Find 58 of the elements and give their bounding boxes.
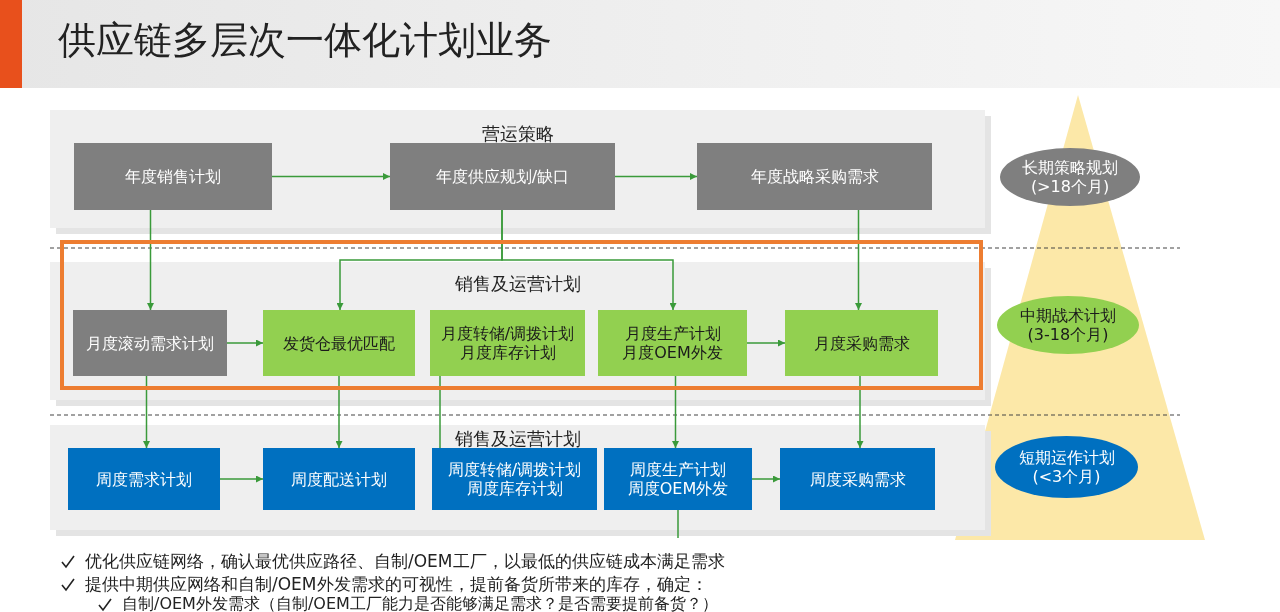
arrow [271,173,391,180]
process-box [697,143,932,210]
ellipse-text: 长期策略规划 [1022,158,1118,177]
box-text: 周度转储/调拨计划 [447,460,582,479]
process-box [432,448,597,510]
ellipse-text: (<3个月) [1032,467,1101,486]
ellipse-text: 短期运作计划 [1018,448,1115,467]
ellipse-text: 中期战术计划 [1020,306,1116,325]
box-text: 周度需求计划 [96,469,192,489]
arrow [746,339,786,347]
box-text: 月度转储/调拨计划 [440,324,575,343]
connector-line [677,509,679,539]
process-box [68,448,220,510]
arrow [751,475,781,483]
connector-line [439,375,441,449]
process-box [785,310,938,376]
box-text: 周度生产计划 [630,460,726,479]
box-text: 月度OEM外发 [622,343,723,362]
arrow [147,209,154,311]
arrow [226,339,264,347]
band-title: 销售及运营计划 [454,427,581,451]
box-text: 发货仓最优匹配 [283,333,395,353]
arrow [856,375,864,449]
arrow [501,209,677,311]
process-box [780,448,935,510]
process-box [74,143,272,210]
process-box [604,448,752,510]
box-text: 月度采购需求 [813,333,910,353]
ellipse-text: (>18个月) [1030,177,1110,196]
process-box [430,310,585,376]
box-text: 周度库存计划 [466,479,563,498]
box-text: 周度OEM外发 [627,479,729,498]
process-box [263,448,415,510]
box-text: 周度采购需求 [809,469,906,489]
process-box [390,143,615,210]
box-text: 周度配送计划 [291,469,387,489]
bullet-text: 提供中期供应网络和自制/OEM外发需求的可视性，提前备货所带来的库存，确定： [85,574,708,595]
box-text: 月度滚动需求计划 [86,333,214,353]
bullet-text: 自制/OEM外发需求（自制/OEM工厂能力是否能够满足需求？是否需要提前备货？） [122,594,718,612]
bullet-text: 优化供应链网络，确认最优供应路径、自制/OEM工厂，以最低的供应链成本满足需求 [85,551,725,572]
page-title: 供应链多层次一体化计划业务 [58,17,552,64]
arrow [855,209,862,311]
arrow [143,375,150,449]
box-text: 月度库存计划 [459,343,556,362]
process-box [263,310,415,376]
arrow [672,375,679,449]
box-text: 年度战略采购需求 [750,167,879,186]
ellipse-text: (3-18个月) [1027,325,1109,344]
arrow [335,375,343,449]
process-box [73,310,227,376]
band-title: 销售及运营计划 [454,272,581,296]
band-title: 营运策略 [481,122,554,146]
process-box [598,310,747,376]
box-text: 年度销售计划 [125,167,221,186]
arrow [614,173,698,180]
box-text: 年度供应规划/缺口 [435,167,570,186]
box-text: 月度生产计划 [624,324,721,343]
arrow [219,475,264,483]
